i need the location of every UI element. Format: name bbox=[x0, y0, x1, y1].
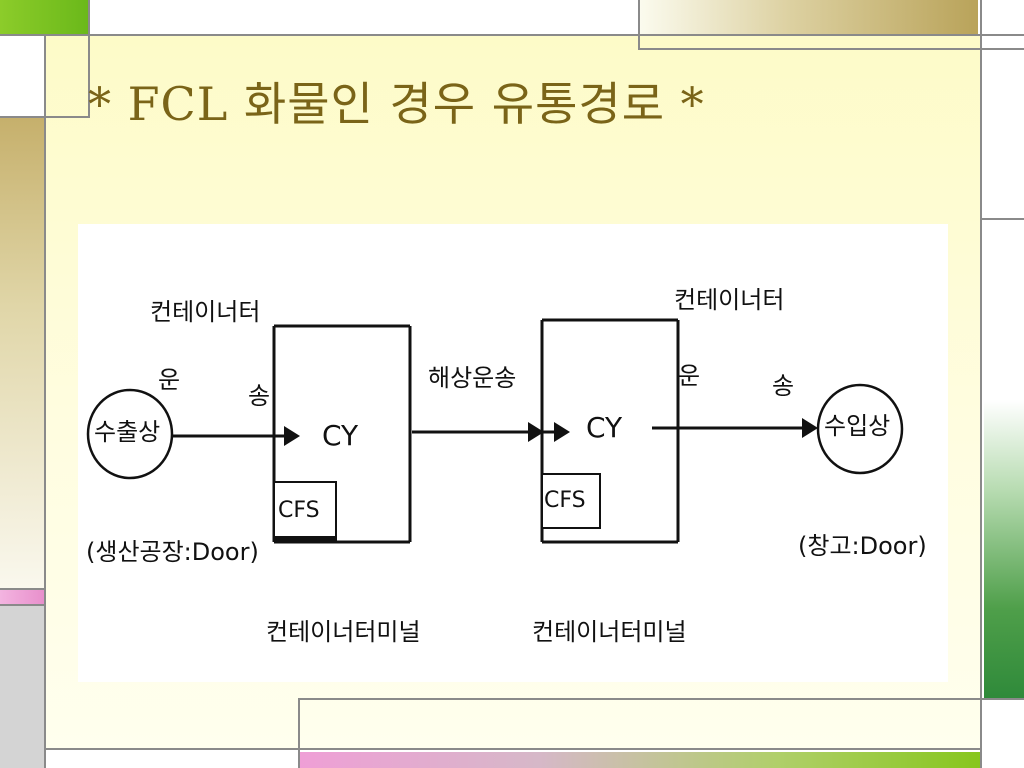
terminal-right-label: 컨테이너터미널 bbox=[532, 618, 687, 646]
decor-green-bar-right bbox=[984, 400, 1024, 698]
inland-transport-right-char2: 송 bbox=[772, 372, 795, 400]
grid-line bbox=[980, 0, 982, 768]
grid-line bbox=[638, 0, 640, 50]
grid-line bbox=[0, 34, 1024, 36]
arrowhead bbox=[528, 422, 544, 442]
inland-transport-left-char1: 운 bbox=[158, 366, 181, 394]
arrowhead bbox=[284, 426, 300, 446]
grid-line bbox=[0, 588, 46, 590]
exporter-label: 수출상 bbox=[94, 418, 161, 446]
right-terminal-box bbox=[540, 318, 680, 544]
decor-gray-block-left bbox=[0, 606, 44, 768]
exporter-location-label: (생산공장:Door) bbox=[86, 538, 259, 566]
arrowhead bbox=[554, 422, 570, 442]
importer-location-label: (창고:Door) bbox=[798, 532, 927, 560]
inland-transport-left-label: 컨테이너터 bbox=[150, 298, 261, 326]
diagram-graphics bbox=[86, 318, 904, 544]
decor-pink-lime-bar-bottom bbox=[300, 752, 982, 768]
importer-label: 수입상 bbox=[824, 412, 891, 440]
grid-line bbox=[638, 48, 1024, 50]
grid-line bbox=[46, 748, 982, 750]
slide-title: * FCL 화물인 경우 유통경로 * bbox=[88, 77, 705, 131]
grid-line bbox=[980, 218, 1024, 220]
importer-circle bbox=[816, 383, 904, 475]
cy-left-label: CY bbox=[322, 419, 359, 452]
fcl-flow-diagram: 수출상 (생산공장:Door) 컨테이너터 운 송 CY CFS 컨테이너터미널… bbox=[78, 224, 948, 682]
grid-line bbox=[88, 0, 90, 118]
inland-transport-right-char1: 운 bbox=[678, 362, 701, 390]
arrowhead bbox=[802, 418, 818, 438]
cfs-right-label: CFS bbox=[544, 488, 586, 513]
grid-line bbox=[298, 698, 982, 700]
grid-line bbox=[44, 34, 46, 768]
cfs-left-label: CFS bbox=[278, 498, 320, 523]
decor-tan-bar-left bbox=[0, 118, 44, 590]
left-terminal-box bbox=[272, 324, 412, 544]
inland-transport-right-label: 컨테이너터 bbox=[674, 286, 785, 314]
decor-lime-square bbox=[0, 0, 90, 34]
decor-tan-bar-top bbox=[640, 0, 978, 34]
grid-line bbox=[0, 604, 46, 606]
cy-right-label: CY bbox=[586, 411, 623, 444]
grid-line bbox=[0, 116, 90, 118]
exporter-circle bbox=[86, 388, 174, 480]
grid-line bbox=[980, 698, 1024, 700]
sea-transport-label: 해상운송 bbox=[428, 364, 517, 392]
inland-transport-left-char2: 송 bbox=[248, 382, 271, 410]
terminal-left-label: 컨테이너터미널 bbox=[266, 618, 421, 646]
grid-line bbox=[298, 698, 300, 768]
decor-pink-stripe-left bbox=[0, 590, 44, 604]
